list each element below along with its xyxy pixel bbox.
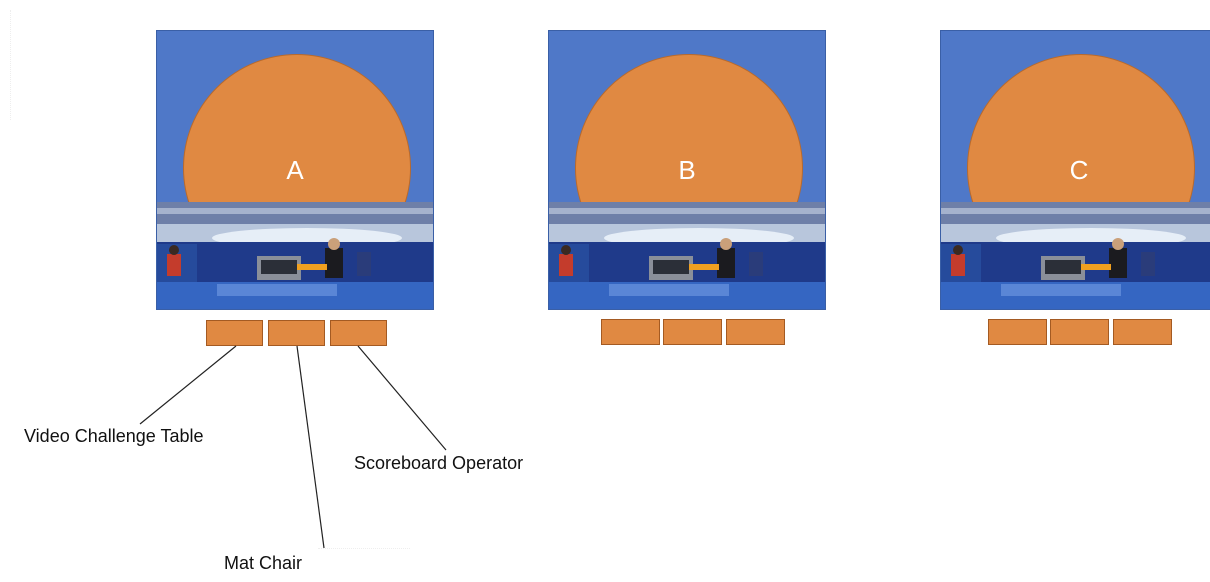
scoreboard-table-c xyxy=(1113,319,1172,345)
scoreboard-table-a xyxy=(330,320,387,346)
arena-photo-b xyxy=(549,202,825,309)
video-challenge-table-a xyxy=(206,320,263,346)
mat-chair-table-c xyxy=(1050,319,1109,345)
leader-line-video-challenge xyxy=(139,345,237,425)
mat-label-a: A xyxy=(286,155,304,185)
table-group-a xyxy=(206,320,388,348)
leader-line-scoreboard xyxy=(357,345,447,451)
scoreboard-table-b xyxy=(726,319,785,345)
mat-panel-a: A xyxy=(156,30,434,310)
leader-line-mat-chair xyxy=(296,345,325,549)
mat-label-c: C xyxy=(1069,155,1089,185)
mat-panel-b: B xyxy=(548,30,826,310)
faint-scan-artifact-bottom xyxy=(318,548,410,575)
arena-photo-a xyxy=(157,202,433,309)
table-group-c xyxy=(988,319,1173,347)
table-group-b xyxy=(601,319,785,347)
faint-scan-artifact xyxy=(10,10,71,120)
arena-photo-c xyxy=(941,202,1210,309)
mat-panel-c: C xyxy=(940,30,1210,310)
video-challenge-table-c xyxy=(988,319,1047,345)
video-challenge-table-b xyxy=(601,319,660,345)
callout-video-challenge-table: Video Challenge Table xyxy=(24,426,204,446)
mat-chair-table-a xyxy=(268,320,325,346)
callout-mat-chair: Mat Chair xyxy=(224,553,303,573)
mat-label-b: B xyxy=(678,155,696,185)
callout-scoreboard-operator: Scoreboard Operator xyxy=(354,453,524,473)
mat-chair-table-b xyxy=(663,319,722,345)
